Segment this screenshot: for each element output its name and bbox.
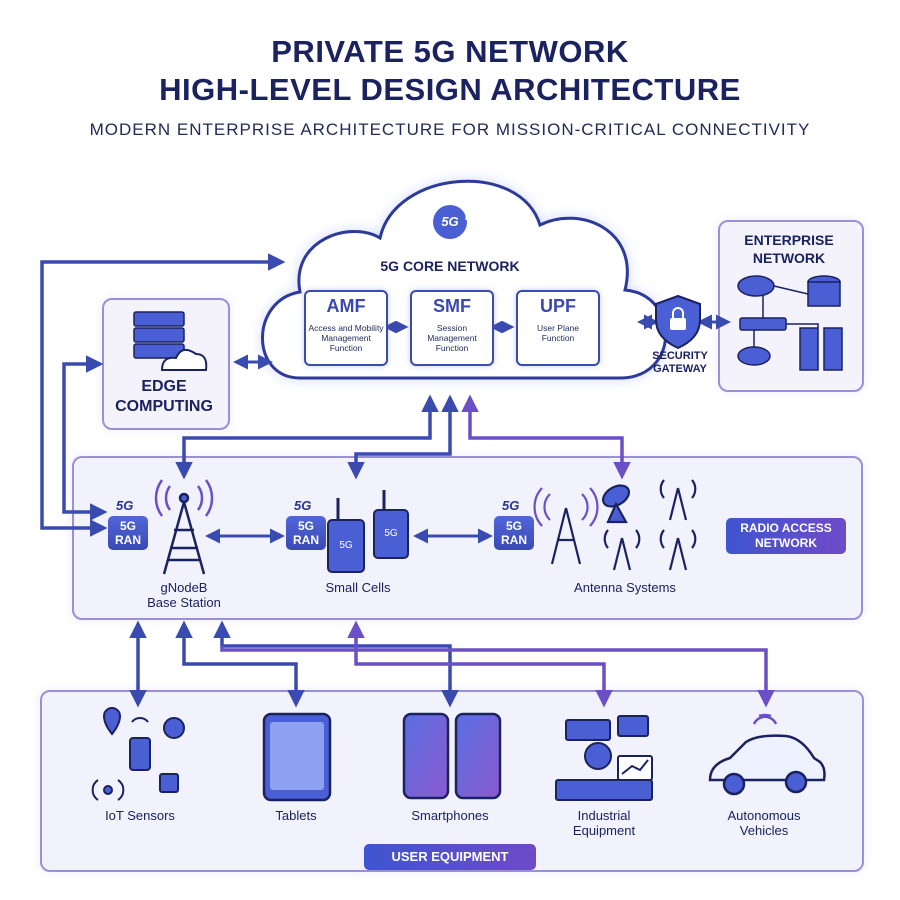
amf-box[interactable]: AMF Access and Mobility Management Funct…	[304, 290, 388, 366]
autonomous-vehicles-label-line1: Autonomous	[727, 808, 801, 823]
gnodeb-label-line2: Base Station	[147, 595, 221, 610]
security-shield-icon	[655, 294, 701, 350]
diagram-title-line2: HIGH-LEVEL DESIGN ARCHITECTURE	[159, 72, 741, 107]
autonomous-vehicles-label-line2: Vehicles	[739, 823, 789, 838]
industrial-equipment-label-line1: Industrial	[577, 808, 631, 823]
industrial-equipment-label-line2: Equipment	[572, 823, 636, 838]
5g-ran-badge-antenna: 5G RAN	[494, 516, 534, 550]
small-cell-tag-2: 5G	[384, 528, 398, 539]
diagram-title-line1: PRIVATE 5G NETWORK	[271, 34, 629, 69]
ran-badge-line1: 5G	[297, 519, 314, 533]
enterprise-network-label-line2: NETWORK	[752, 250, 826, 266]
upf-abbr: UPF	[540, 296, 576, 316]
5g-core-badge-label: 5G	[441, 214, 459, 229]
ran-badge-line2: RAN	[115, 533, 141, 547]
5g-logo-antenna: 5G	[502, 498, 520, 513]
5g-ran-badge-gnodeb: 5G RAN	[108, 516, 148, 550]
smartphones-label: Smartphones	[411, 808, 489, 823]
diagram-subtitle: MODERN ENTERPRISE ARCHITECTURE FOR MISSI…	[89, 120, 811, 139]
tablets-label: Tablets	[275, 808, 317, 823]
gnodeb-label-line1: gNodeB	[160, 580, 208, 595]
edge-computing-label-line2: COMPUTING	[115, 398, 213, 415]
user-equipment-badge: USER EQUIPMENT	[364, 844, 536, 870]
ran-badge-line2: RAN	[501, 533, 527, 547]
amf-abbr: AMF	[326, 296, 366, 316]
ran-badge-line2: RAN	[293, 533, 319, 547]
ran-badge-line1: 5G	[119, 519, 136, 533]
5g-logo-small-cells: 5G	[294, 498, 312, 513]
small-cell-tag-1: 5G	[339, 540, 353, 551]
security-gateway-label-line1: SECURITY	[652, 350, 708, 362]
antenna-systems-label: Antenna Systems	[574, 580, 676, 595]
ran-pill-line1: RADIO ACCESS	[740, 521, 832, 535]
ran-badge-line1: 5G	[505, 519, 522, 533]
edge-computing-label-line1: EDGE	[141, 378, 187, 395]
iot-sensors-label: IoT Sensors	[105, 808, 175, 823]
smf-abbr: SMF	[433, 296, 471, 316]
5g-logo-gnodeb: 5G	[116, 498, 134, 513]
security-gateway-label-line2: GATEWAY	[653, 363, 707, 375]
ran-pill-line2: NETWORK	[755, 536, 817, 550]
5g-ran-badge-small-cells: 5G RAN	[286, 516, 326, 550]
smf-desc: Session Management Function	[427, 323, 477, 353]
enterprise-network-label-line1: ENTERPRISE	[744, 232, 834, 248]
amf-desc: Access and Mobility Management Function	[308, 323, 384, 353]
radio-access-network-badge: RADIO ACCESS NETWORK	[726, 518, 846, 554]
small-cells-label: Small Cells	[325, 580, 391, 595]
smf-box[interactable]: SMF Session Management Function	[410, 290, 494, 366]
upf-desc: User Plane Function	[536, 323, 580, 343]
upf-box[interactable]: UPF User Plane Function	[516, 290, 600, 366]
core-network-title: 5G CORE NETWORK	[380, 258, 520, 274]
